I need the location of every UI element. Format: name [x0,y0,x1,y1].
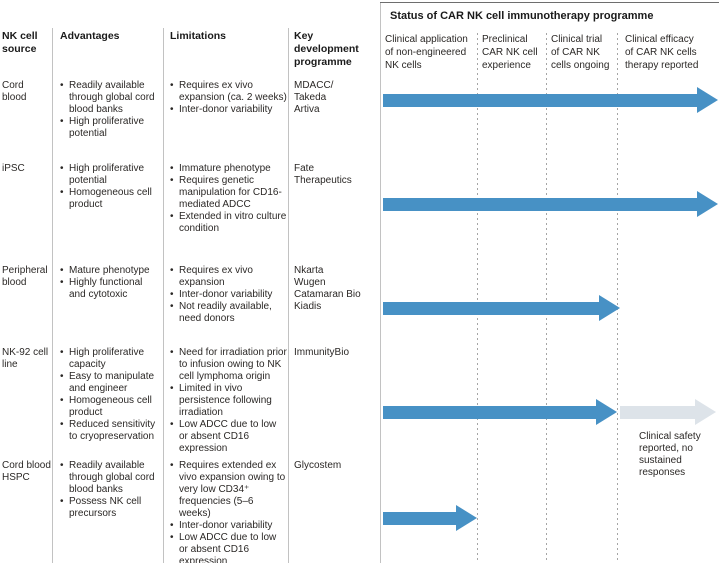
programme-names: MDACC/ Takeda Artiva [294,80,334,115]
limitations-list: Requires extended ex vivo expansion owin… [170,460,287,563]
list-item: Not readily available, need donors [170,301,287,325]
list-item: Easy to manipulate and engineer [60,371,160,395]
status-section-divider [380,2,381,563]
status-arrow-cord-blood-hspc-icon [383,505,477,531]
programme-names: Nkarta Wugen Catamaran Bio Kiadis [294,265,361,312]
list-item: Requires ex vivo expansion [170,265,287,289]
list-item: Mature phenotype [60,265,160,277]
list-item: High proliferative potential [60,116,160,140]
list-item: Homogeneous cell product [60,395,160,419]
list-item: Requires ex vivo expansion (ca. 2 weeks) [170,80,287,104]
list-item: Need for irradiation prior to infusion o… [170,347,287,383]
status-arrow-nk92-icon [383,399,617,425]
list-item: Homogeneous cell product [60,187,160,211]
nk92-safety-note: Clinical safety reported, no sustained r… [639,431,701,478]
list-item: Readily available through global cord bl… [60,460,160,496]
advantages-list: Readily available through global cord bl… [60,80,160,140]
source-label: Cord blood [2,80,27,103]
phase-header-clinical-application: Clinical application of non-engineered N… [385,34,468,71]
phase-divider-dashed [477,33,478,563]
list-item: Highly functional and cytotoxic [60,277,160,301]
list-item: High proliferative potential [60,163,160,187]
phase-header-clinical-efficacy: Clinical efficacy of CAR NK cells therap… [625,34,699,71]
list-item: Limited in vivo persistence following ir… [170,383,287,419]
list-item: Low ADCC due to low or absent CD16 expre… [170,419,287,455]
status-arrow-ipsc-icon [383,191,718,217]
list-item: Inter-donor variability [170,520,287,532]
source-label: iPSC [2,163,25,174]
column-divider [288,28,289,563]
list-item: Requires genetic manipulation for CD16-m… [170,175,287,211]
source-label: NK-92 cell line [2,347,49,370]
advantages-list: Mature phenotype Highly functional and c… [60,265,160,301]
status-arrow-cord-blood-icon [383,87,718,113]
advantages-list: High proliferative potential Homogeneous… [60,163,160,211]
status-section-title: Status of CAR NK cell immunotherapy prog… [390,10,654,22]
limitations-list: Requires ex vivo expansion (ca. 2 weeks)… [170,80,287,116]
advantages-list: High proliferative capacity Easy to mani… [60,347,160,443]
col-header-limitations: Limitations [170,30,227,42]
list-item: Possess NK cell precursors [60,496,160,520]
col-header-source: NK cell source [2,30,38,55]
status-top-rule [380,2,719,3]
phase-divider-dashed [546,33,547,563]
list-item: Immature phenotype [170,163,287,175]
limitations-list: Need for irradiation prior to infusion o… [170,347,287,455]
list-item: Extended in vitro culture condition [170,211,287,235]
programme-names: Fate Therapeutics [294,163,352,186]
limitations-list: Immature phenotype Requires genetic mani… [170,163,287,235]
list-item: Inter-donor variability [170,104,287,116]
limitations-list: Requires ex vivo expansion Inter-donor v… [170,265,287,325]
list-item: Requires extended ex vivo expansion owin… [170,460,287,520]
list-item: Inter-donor variability [170,289,287,301]
col-header-programme: Key development programme [294,30,359,68]
list-item: Low ADCC due to low or absent CD16 expre… [170,532,287,563]
col-header-advantages: Advantages [60,30,120,42]
advantages-list: Readily available through global cord bl… [60,460,160,520]
column-divider [52,28,53,563]
source-label: Peripheral blood [2,265,48,288]
column-divider [163,28,164,563]
list-item: Readily available through global cord bl… [60,80,160,116]
status-arrow-peripheral-blood-icon [383,295,620,321]
programme-names: Glycostem [294,460,342,471]
phase-header-clinical-trial: Clinical trial of CAR NK cells ongoing [551,34,610,71]
list-item: High proliferative capacity [60,347,160,371]
status-arrow-nk92-faded-icon [620,399,716,425]
source-label: Cord blood HSPC [2,460,51,483]
list-item: Reduced sensitivity to cryopreservation [60,419,160,443]
phase-header-preclinical: Preclinical CAR NK cell experience [482,34,538,71]
programme-names: ImmunityBio [294,347,350,358]
